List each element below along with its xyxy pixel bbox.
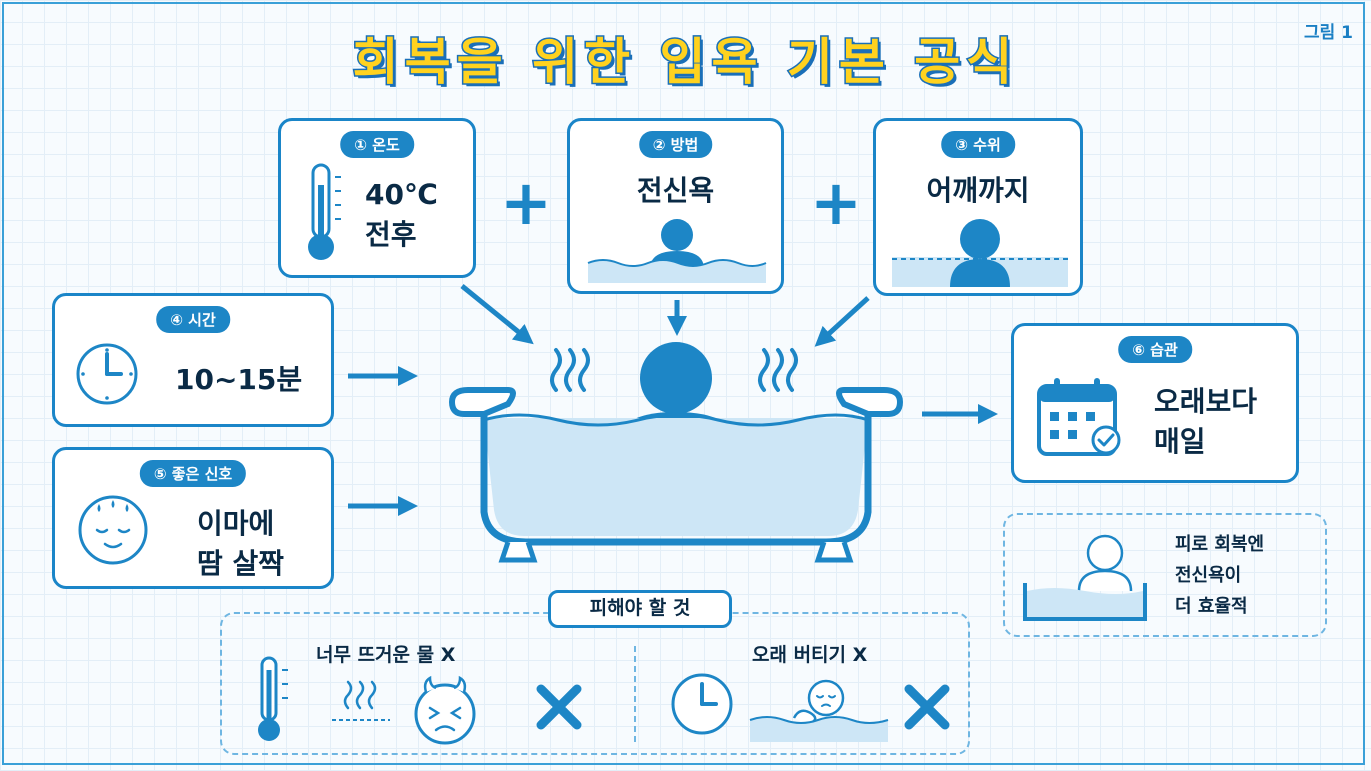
temperature-card: ① 온도 40℃ 전후	[278, 118, 476, 278]
avoid-item2-label: 오래 버티기 X	[752, 644, 868, 666]
arrow-temperature-to-bath	[460, 284, 534, 345]
time-badge: ④ 시간	[156, 306, 230, 333]
avoid-divider	[634, 646, 636, 742]
water-level-card: ③ 수위 어깨까지	[873, 118, 1083, 296]
plus-sign-1: +	[500, 166, 552, 239]
habit-card: ⑥ 습관 오래보다 매일	[1011, 323, 1299, 483]
good-sign-card: ⑤ 좋은 신호 이마에 땀 살짝	[52, 447, 334, 589]
temperature-qualifier: 전후	[365, 218, 417, 251]
method-text: 전신욕	[636, 174, 715, 207]
good-sign-line1: 이마에	[197, 507, 275, 540]
time-card: ④ 시간 10~15분	[52, 293, 334, 427]
hot-thermometer-icon	[258, 656, 288, 741]
thermometer-icon	[308, 163, 341, 260]
bath-outline-icon	[1023, 534, 1147, 621]
exhausted-person-icon	[749, 679, 889, 742]
note-line3: 더 효율적	[1175, 596, 1248, 617]
method-card: ② 방법 전신욕	[567, 118, 784, 294]
page-title: 회복을 위한 입욕 기본 공식	[351, 32, 1019, 93]
note-line1: 피로 회복엔	[1175, 534, 1265, 555]
clock-icon	[76, 343, 138, 405]
habit-line1: 오래보다	[1154, 385, 1258, 418]
temperature-value: 40℃	[365, 178, 438, 211]
time-value: 10~15분	[175, 363, 303, 396]
long-clock-icon	[671, 673, 733, 735]
shoulder-level-icon	[892, 219, 1068, 287]
good-sign-badge: ⑤ 좋은 신호	[139, 460, 247, 487]
habit-badge: ⑥ 습관	[1118, 336, 1192, 363]
cross-mark-icon-2	[904, 684, 950, 730]
overheated-face-icon	[414, 675, 476, 745]
cross-mark-icon-1	[536, 684, 582, 730]
steam-icon	[332, 680, 390, 721]
habit-line2: 매일	[1154, 425, 1206, 458]
bathtub-illustration	[448, 342, 904, 563]
figure-label: 그림 1	[1303, 23, 1353, 43]
water-level-text: 어깨까지	[926, 174, 1030, 207]
temperature-badge: ① 온도	[340, 131, 414, 158]
calendar-check-icon	[1037, 378, 1121, 456]
method-badge: ② 방법	[638, 131, 713, 158]
avoid-item1-label: 너무 뜨거운 물 X	[316, 644, 456, 666]
water-level-badge: ③ 수위	[941, 131, 1015, 158]
sweating-face-icon	[78, 495, 148, 565]
note-line2: 전신욕이	[1175, 565, 1242, 586]
plus-sign-2: +	[810, 166, 862, 239]
note-box: 피로 회복엔 전신욕이 더 효율적	[1003, 513, 1327, 637]
avoid-title: 피해야 할 것	[548, 590, 732, 628]
full-body-bath-icon	[587, 219, 767, 283]
good-sign-line2: 땀 살짝	[197, 547, 285, 580]
arrow-water-level-to-bath	[814, 296, 870, 347]
